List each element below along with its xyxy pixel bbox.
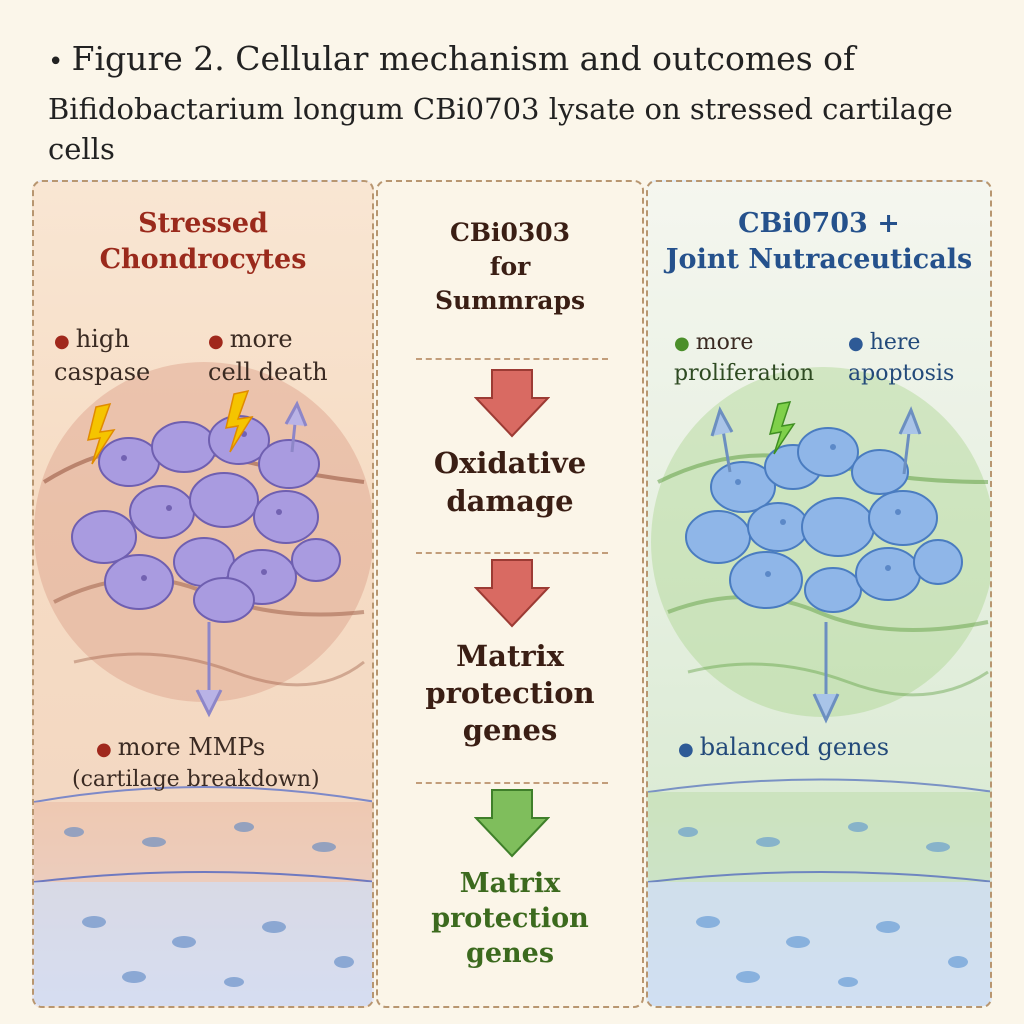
red-down-arrow-icon — [474, 559, 550, 628]
note-line: more — [695, 330, 754, 355]
stressed-cell-cluster — [71, 415, 341, 623]
green-down-arrow-icon — [474, 789, 550, 858]
note-line: balanced genes — [699, 733, 890, 761]
arrow-down-icon — [812, 622, 840, 724]
stressed-chondrocytes-panel: Stressed Chondrocytes ●high caspase ●mor… — [32, 180, 374, 1008]
summary-title: CBi0303 for Summraps — [378, 216, 642, 318]
divider — [416, 782, 608, 784]
note-line: more — [229, 325, 293, 353]
note-here-apoptosis: ●here apoptosis — [848, 328, 954, 389]
figure-title-line-1: Figure 2. Cellular mechanism and outcome… — [48, 38, 1008, 83]
arrow-up-icon — [710, 406, 734, 473]
note-line: apoptosis — [848, 361, 955, 386]
summary-title-line: CBi0303 — [449, 218, 571, 247]
panel-title-line: Stressed — [138, 208, 268, 239]
note-more-cell-death: ●more cell death — [208, 324, 328, 387]
step-line: Matrix — [456, 639, 564, 673]
cbi0703-nutraceuticals-title: CBi0703 + Joint Nutraceuticals — [648, 206, 990, 278]
bullet-icon: ● — [678, 739, 694, 760]
note-balanced-genes: ●balanced genes — [678, 732, 889, 765]
note-line: proliferation — [674, 361, 815, 386]
figure-title-line-2: Bifidobactarium longum CBi0703 lysate on… — [48, 92, 953, 166]
lightning-icon — [225, 389, 254, 453]
summary-title-line: Summraps — [434, 286, 586, 315]
bullet-icon: ● — [848, 333, 864, 354]
bullet-icon: ● — [674, 333, 690, 354]
note-more-proliferation: ●more proliferation — [674, 328, 814, 389]
arrow-up-icon — [898, 406, 922, 475]
step-matrix-protection-genes-outcome: Matrix protection genes — [378, 866, 642, 971]
note-line: high — [75, 325, 130, 353]
arrow-up-icon — [284, 400, 308, 453]
divider — [416, 358, 608, 360]
lightning-icon — [87, 402, 116, 465]
red-down-arrow-icon — [474, 369, 550, 438]
divider — [416, 552, 608, 554]
summary-title-line: for — [489, 252, 531, 281]
step-matrix-protection-genes: Matrix protection genes — [378, 638, 642, 749]
panel-title-line: CBi0703 + — [738, 208, 900, 239]
stressed-tissue-illustration — [34, 362, 372, 1006]
step-line: protection — [425, 676, 595, 710]
healthy-tissue-illustration — [648, 367, 990, 1006]
note-line: (cartilage breakdown) — [72, 767, 320, 792]
step-line: genes — [462, 713, 558, 747]
figure-title: Figure 2. Cellular mechanism and outcome… — [48, 38, 1008, 169]
step-line: Matrix — [459, 868, 561, 899]
note-high-caspase: ●high caspase — [54, 324, 150, 387]
bullet-icon: ● — [208, 331, 224, 352]
panel-title-line: Chondrocytes — [99, 244, 307, 275]
note-more-mmps: ●more MMPs (cartilage breakdown) — [72, 732, 370, 795]
summary-panel: CBi0303 for Summraps Oxidative damage Ma… — [376, 180, 644, 1008]
step-line: genes — [465, 938, 555, 969]
step-line: protection — [431, 903, 589, 934]
step-line: damage — [446, 484, 574, 518]
arrow-down-icon — [195, 622, 223, 718]
stressed-chondrocytes-title: Stressed Chondrocytes — [34, 206, 372, 278]
note-line: cell death — [208, 358, 328, 386]
cbi0703-nutraceuticals-panel: CBi0703 + Joint Nutraceuticals ●more pro… — [646, 180, 992, 1008]
bullet-icon: ● — [96, 739, 112, 760]
panel-title-line: Joint Nutraceuticals — [665, 244, 973, 275]
lightning-icon — [768, 401, 796, 455]
note-line: here — [869, 330, 921, 355]
note-line: more MMPs — [117, 733, 266, 761]
step-oxidative-damage: Oxidative damage — [378, 444, 642, 520]
bullet-icon: ● — [54, 331, 70, 352]
healthy-cell-cluster — [685, 427, 963, 613]
step-line: Oxidative — [433, 446, 587, 480]
note-line: caspase — [54, 358, 151, 386]
